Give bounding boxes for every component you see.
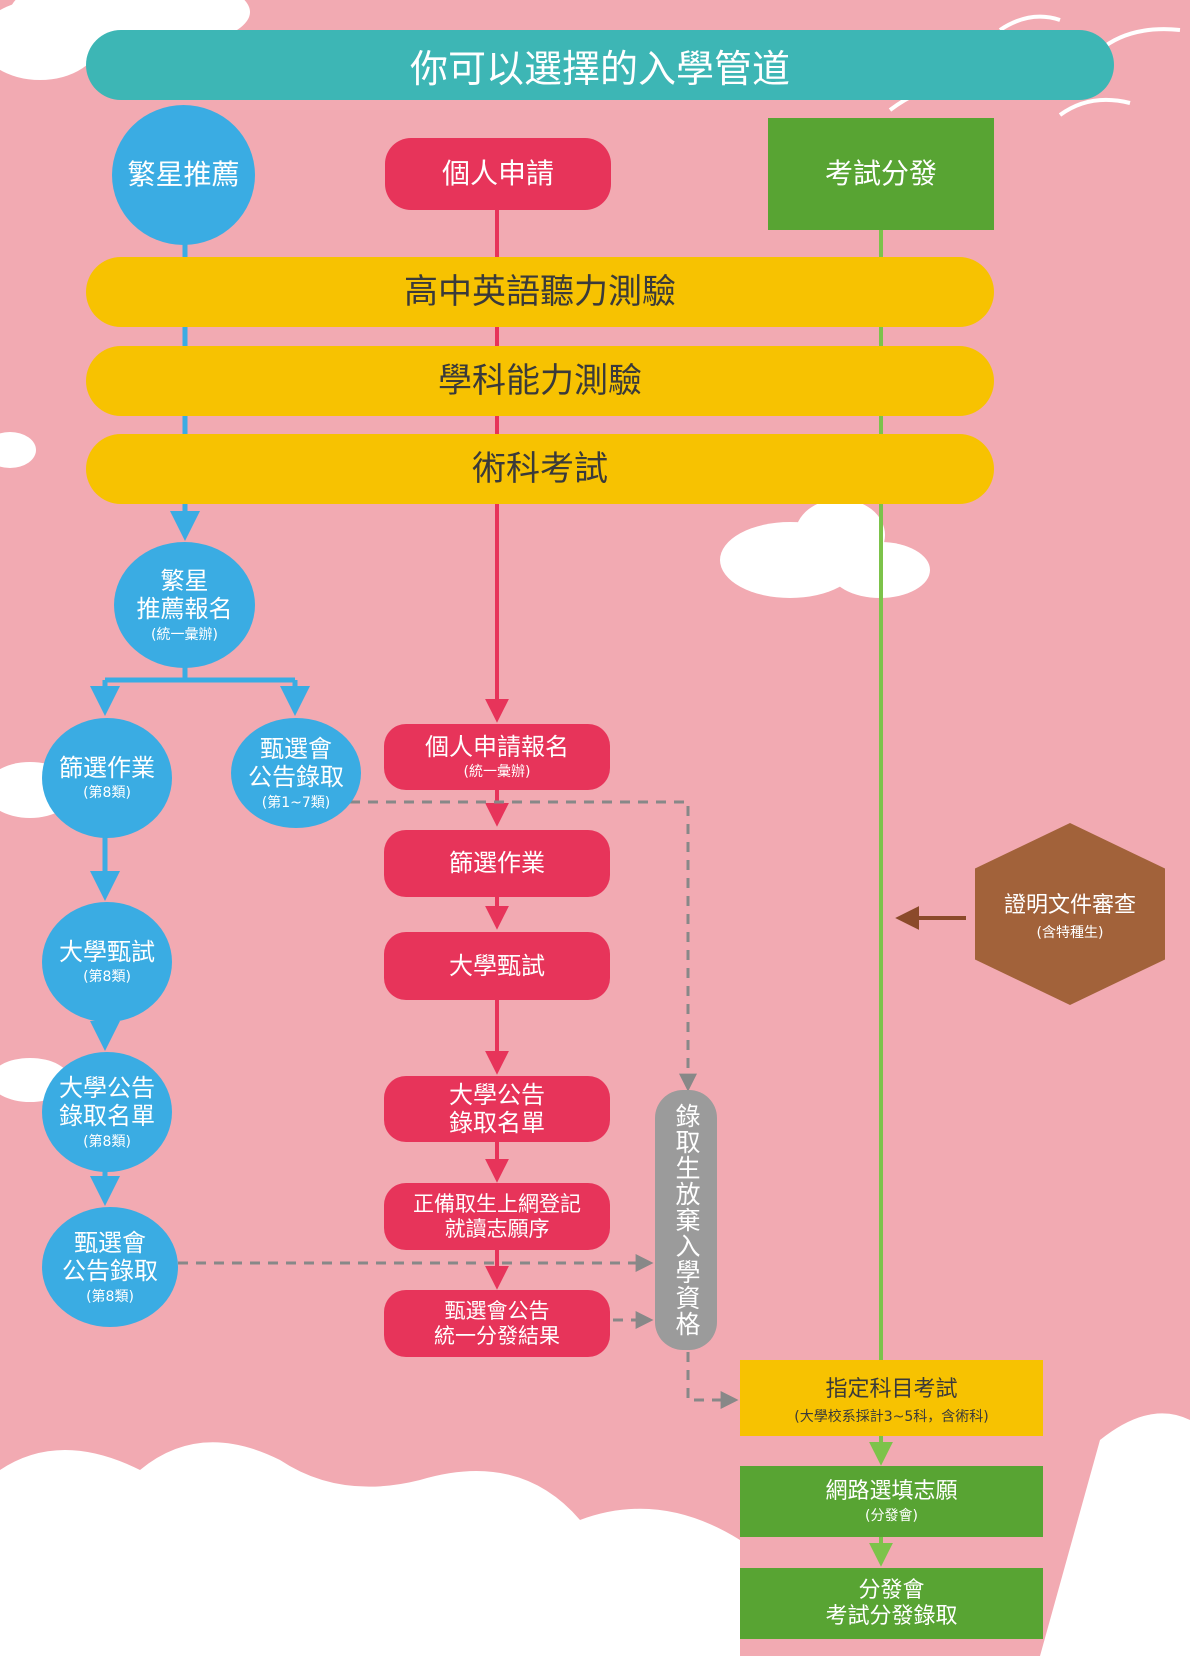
star-univ-list-sub: (第8類) xyxy=(83,1133,131,1150)
test-art-label: 術科考試 xyxy=(472,448,608,489)
personal-result-l1: 甄選會公告 xyxy=(444,1298,550,1323)
star-announce-l1: 甄選會 xyxy=(260,734,332,763)
star-register-l1: 繁星 xyxy=(160,566,209,595)
star-univ-list-l1: 大學公告 xyxy=(59,1073,155,1102)
exam-online-choice-sub: (分發會) xyxy=(865,1507,918,1524)
star-announce-sub: (第1~7類) xyxy=(261,794,331,811)
channel-star-recommendation: 繁星推薦 xyxy=(112,105,255,245)
channel-exam-label: 考試分發 xyxy=(824,157,937,191)
waiver-bar: 錄取生放棄入學資格 xyxy=(655,1090,717,1350)
test-gsat: 學科能力測驗 xyxy=(86,346,994,416)
personal-univ-list-l2: 錄取名單 xyxy=(449,1109,545,1137)
personal-screening: 篩選作業 xyxy=(384,830,610,897)
exam-online-choice: 網路選填志願 (分發會) xyxy=(740,1466,1043,1537)
personal-online-l1: 正備取生上網登記 xyxy=(413,1191,581,1216)
personal-univ-list-l1: 大學公告 xyxy=(449,1080,545,1109)
personal-register-sub: (統一彙辦) xyxy=(463,764,531,781)
personal-interview-label: 大學甄試 xyxy=(449,951,545,980)
star-univ-list-l2: 錄取名單 xyxy=(59,1102,155,1131)
personal-register: 個人申請報名 (統一彙辦) xyxy=(384,724,610,790)
exam-placement-l1: 分發會 xyxy=(858,1577,925,1603)
page-title: 你可以選擇的入學管道 xyxy=(86,30,1114,100)
star-final-l2: 公告錄取 xyxy=(62,1257,158,1286)
exam-placement-l2: 考試分發錄取 xyxy=(825,1603,958,1629)
exam-designated-label: 指定科目考試 xyxy=(825,1376,958,1402)
star-interview-label: 大學甄試 xyxy=(59,938,155,967)
document-review-label: 證明文件審查 xyxy=(1003,892,1136,918)
exam-placement-result: 分發會 考試分發錄取 xyxy=(740,1568,1043,1639)
star-screening-label: 篩選作業 xyxy=(59,754,155,783)
star-univ-list: 大學公告 錄取名單 (第8類) xyxy=(42,1052,172,1172)
star-screening-sub: (第8類) xyxy=(83,785,131,802)
star-register-l2: 推薦報名 xyxy=(136,595,233,624)
test-english-listening: 高中英語聽力測驗 xyxy=(86,257,994,327)
star-final-sub: (第8類) xyxy=(86,1288,134,1305)
personal-online-l2: 就讀志願序 xyxy=(444,1216,550,1241)
exam-designated-sub: (大學校系採計3~5科，含術科) xyxy=(794,1408,989,1425)
channel-personal-label: 個人申請 xyxy=(441,157,554,191)
star-final-l1: 甄選會 xyxy=(74,1228,146,1257)
star-register-sub: (統一彙辦) xyxy=(151,626,218,643)
personal-result-l2: 統一分發結果 xyxy=(434,1323,560,1348)
channel-star-label: 繁星推薦 xyxy=(127,158,240,192)
exam-designated-subjects: 指定科目考試 (大學校系採計3~5科，含術科) xyxy=(740,1360,1043,1436)
personal-register-label: 個人申請報名 xyxy=(425,733,569,762)
channel-personal-application: 個人申請 xyxy=(385,138,611,210)
star-interview: 大學甄試 (第8類) xyxy=(42,902,172,1022)
personal-screening-label: 篩選作業 xyxy=(449,849,545,878)
star-announce: 甄選會 公告錄取 (第1~7類) xyxy=(231,718,361,828)
test-gsat-label: 學科能力測驗 xyxy=(438,360,642,401)
personal-result: 甄選會公告 統一分發結果 xyxy=(384,1290,610,1357)
star-announce-l2: 公告錄取 xyxy=(248,763,344,792)
test-art: 術科考試 xyxy=(86,434,994,504)
personal-univ-list: 大學公告 錄取名單 xyxy=(384,1076,610,1142)
document-review-sub: (含特種生) xyxy=(1036,924,1104,941)
personal-online-register: 正備取生上網登記 就讀志願序 xyxy=(384,1183,610,1250)
star-screening: 篩選作業 (第8類) xyxy=(42,718,172,838)
exam-online-choice-label: 網路選填志願 xyxy=(825,1478,958,1504)
star-register: 繁星 推薦報名 (統一彙辦) xyxy=(114,542,255,668)
star-final-announce: 甄選會 公告錄取 (第8類) xyxy=(42,1207,178,1327)
test-english-listening-label: 高中英語聽力測驗 xyxy=(404,271,676,312)
channel-exam-placement: 考試分發 xyxy=(768,118,994,230)
personal-interview: 大學甄試 xyxy=(384,932,610,1000)
star-interview-sub: (第8類) xyxy=(83,969,131,986)
